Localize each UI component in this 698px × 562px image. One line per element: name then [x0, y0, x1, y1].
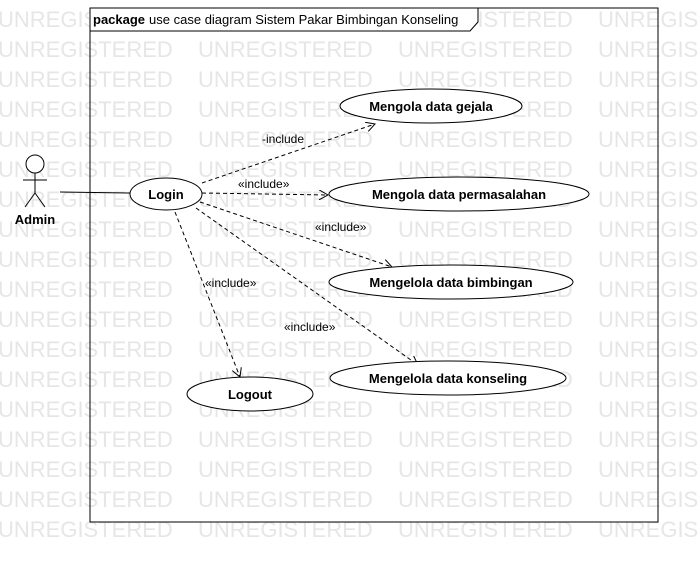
- use-case-gejala-label: Mengola data gejala: [369, 99, 493, 114]
- watermark-text: UNREGISTERED: [598, 337, 698, 362]
- watermark-text: UNREGISTERED: [198, 457, 373, 482]
- watermark-text: UNREGISTERED: [0, 337, 173, 362]
- include-label-gejala: -include: [262, 132, 304, 146]
- watermark-text: UNREGISTERED: [198, 247, 373, 272]
- watermark-text: UNREGISTERED: [398, 307, 573, 332]
- watermark-text: UNREGISTERED: [398, 37, 573, 62]
- include-arrow-konseling: [195, 207, 418, 365]
- watermark-text: UNREGISTERED: [598, 217, 698, 242]
- watermark-text: UNREGISTERED: [598, 67, 698, 92]
- watermark-text: UNREGISTERED: [0, 247, 173, 272]
- use-case-bimbingan-label: Mengelola data bimbingan: [369, 275, 532, 290]
- watermark-text: UNREGISTERED: [598, 157, 698, 182]
- package-name: use case diagram Sistem Pakar Bimbingan …: [149, 12, 458, 27]
- watermark-text: UNREGISTERED: [0, 487, 173, 512]
- watermark-text: UNREGISTERED: [0, 127, 173, 152]
- watermark-text: UNREGISTERED: [198, 337, 373, 362]
- use-case-logout-label: Logout: [228, 387, 273, 402]
- watermark-text: UNREGISTERED: [398, 397, 573, 422]
- watermark-text: UNREGISTERED: [398, 217, 573, 242]
- actor-right-leg: [34, 192, 46, 208]
- watermark-text: UNREGISTERED: [598, 247, 698, 272]
- use-case-bimbingan[interactable]: Mengelola data bimbingan: [328, 264, 574, 300]
- watermark-text: UNREGISTERED: [398, 487, 573, 512]
- use-case-login[interactable]: Login: [129, 177, 203, 211]
- package-keyword: package: [93, 12, 145, 27]
- actor-head: [25, 154, 45, 174]
- watermark-text: UNREGISTERED: [598, 457, 698, 482]
- watermark-text: UNREGISTERED: [198, 307, 373, 332]
- include-arrow-bimbingan: [199, 201, 392, 267]
- watermark-text: UNREGISTERED: [598, 517, 698, 542]
- use-case-konseling-label: Mengelola data konseling: [369, 371, 527, 386]
- include-arrow-gejala: [201, 124, 375, 184]
- watermark-text: UNREGISTERED: [198, 517, 373, 542]
- use-case-konseling[interactable]: Mengelola data konseling: [329, 360, 567, 396]
- include-label-logout: «include»: [205, 276, 257, 290]
- watermark-text: UNREGISTERED: [598, 7, 698, 32]
- watermark-text: UNREGISTERED: [0, 97, 173, 122]
- watermark-text: UNREGISTERED: [0, 517, 173, 542]
- watermark-text: UNREGISTERED: [598, 187, 698, 212]
- watermark-text: UNREGISTERED: [598, 367, 698, 392]
- package-frame: [89, 7, 659, 523]
- include-label-konseling: «include»: [284, 320, 336, 334]
- include-arrow-logout: [174, 211, 240, 377]
- watermark-text: UNREGISTERED: [0, 397, 173, 422]
- package-title: package use case diagram Sistem Pakar Bim…: [93, 12, 458, 27]
- watermark-text: UNREGISTERED: [398, 457, 573, 482]
- actor-admin[interactable]: Admin: [15, 154, 56, 227]
- use-case-gejala[interactable]: Mengola data gejala: [339, 88, 523, 124]
- actor-label: Admin: [15, 212, 56, 227]
- watermark-text: UNREGISTERED: [0, 37, 173, 62]
- watermark-text: UNREGISTERED: [398, 337, 573, 362]
- watermark-text: UNREGISTERED: [198, 37, 373, 62]
- watermark-text: UNREGISTERED: [198, 127, 373, 152]
- association-line: [59, 191, 132, 194]
- watermark-text: UNREGISTERED: [0, 67, 173, 92]
- watermark-text: UNREGISTERED: [398, 427, 573, 452]
- watermark-text: UNREGISTERED: [398, 67, 573, 92]
- include-label-bimbingan: «include»: [315, 220, 367, 234]
- use-case-permasalahan-label: Mengola data permasalahan: [372, 187, 546, 202]
- watermark-text: UNREGISTERED: [598, 487, 698, 512]
- watermark-text: UNREGISTERED: [598, 397, 698, 422]
- watermark-text: UNREGISTERED: [598, 97, 698, 122]
- package-title-tab: [89, 7, 479, 32]
- watermark-text: UNREGISTERED: [198, 427, 373, 452]
- watermark-text: UNREGISTERED: [398, 127, 573, 152]
- use-case-logout[interactable]: Logout: [186, 376, 314, 412]
- watermark-text: UNREGISTERED: [598, 127, 698, 152]
- watermark-text: UNREGISTERED: [0, 427, 173, 452]
- use-case-login-label: Login: [148, 187, 183, 202]
- watermark-text: UNREGISTERED: [0, 307, 173, 332]
- watermark-text: UNREGISTERED: [598, 307, 698, 332]
- watermark-text: UNREGISTERED: [598, 37, 698, 62]
- watermark-text: UNREGISTERED: [398, 517, 573, 542]
- watermark-text: UNREGISTERED: [198, 157, 373, 182]
- watermark-text: UNREGISTERED: [198, 487, 373, 512]
- actor-left-leg: [24, 192, 36, 208]
- watermark-text: UNREGISTERED: [0, 277, 173, 302]
- include-label-permasalahan: «include»: [238, 177, 290, 191]
- include-arrow-permasalahan: [201, 193, 328, 195]
- watermark-text: UNREGISTERED: [598, 277, 698, 302]
- watermark-text: UNREGISTERED: [0, 367, 173, 392]
- watermark-text: UNREGISTERED: [198, 67, 373, 92]
- watermark-text: UNREGISTERED: [0, 157, 173, 182]
- watermark-text: UNREGISTERED: [0, 217, 173, 242]
- use-case-permasalahan[interactable]: Mengola data permasalahan: [328, 176, 590, 212]
- watermark-text: UNREGISTERED: [598, 427, 698, 452]
- watermark-text: UNREGISTERED: [0, 457, 173, 482]
